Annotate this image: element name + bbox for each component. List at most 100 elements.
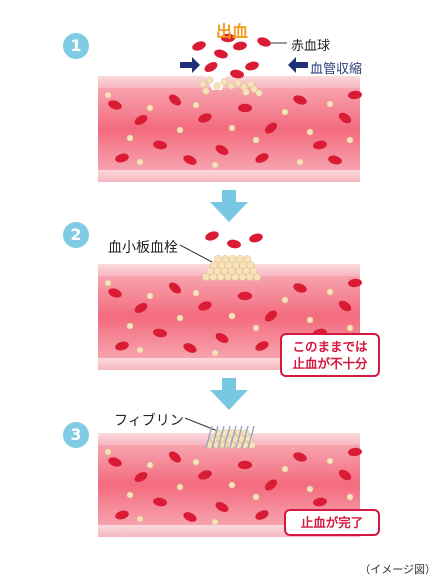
red-blood-cell <box>348 278 362 288</box>
platelet <box>227 82 235 90</box>
red-blood-cell <box>183 343 197 353</box>
red-blood-cell <box>255 510 269 520</box>
platelet <box>192 289 200 297</box>
red-blood-cell <box>238 460 252 470</box>
platelet <box>252 493 260 501</box>
insufficient-hemostasis-callout: このままでは 止血が不十分 <box>280 333 380 377</box>
platelet <box>146 461 154 469</box>
platelet-plug-cell <box>243 255 252 263</box>
platelet <box>242 88 250 96</box>
red-blood-cell <box>198 470 212 480</box>
red-blood-cell <box>108 457 122 467</box>
platelet <box>255 89 263 97</box>
red-blood-cell <box>115 153 129 163</box>
platelet <box>306 128 314 136</box>
fibrin-strand <box>217 425 225 449</box>
bleeding-label: 出血 <box>216 22 249 41</box>
platelet <box>104 448 112 456</box>
red-blood-cell <box>108 100 122 110</box>
fibrin-strand <box>223 425 231 449</box>
vasoconstriction-arrow-left <box>180 57 200 73</box>
step-1-number: 1 <box>63 33 89 59</box>
red-blood-cell <box>264 122 278 134</box>
platelet <box>176 126 184 134</box>
red-blood-cell <box>255 341 269 351</box>
red-blood-cell <box>108 288 122 298</box>
rbc-label: 赤血球 <box>291 39 331 54</box>
red-blood-cell <box>168 282 182 294</box>
red-blood-cell <box>328 155 342 165</box>
step-3-number: 3 <box>63 422 89 448</box>
hemostasis-complete-callout: 止血が完了 <box>284 509 380 536</box>
red-blood-cell <box>153 328 167 338</box>
platelet <box>136 346 144 354</box>
platelet <box>211 518 219 526</box>
callout-line-2: 止血が不十分 <box>292 356 368 371</box>
platelet-plug-cell <box>228 255 237 263</box>
platelet <box>192 458 200 466</box>
platelet <box>176 314 184 322</box>
platelet <box>281 465 289 473</box>
escaping-red-blood-cell <box>205 231 219 241</box>
platelet <box>228 124 236 132</box>
fibrin-strand <box>211 425 219 449</box>
platelet <box>146 104 154 112</box>
platelet <box>211 161 219 169</box>
platelet <box>346 493 354 501</box>
platelet <box>252 136 260 144</box>
fibrin-strand <box>241 425 249 449</box>
escaping-red-blood-cell <box>249 233 263 243</box>
fibrin-strand <box>235 425 243 449</box>
red-blood-cell <box>338 112 352 124</box>
vasoconstriction-label: 血管収縮 <box>310 62 363 77</box>
red-blood-cell <box>293 95 307 105</box>
red-blood-cell <box>313 497 327 507</box>
escaping-red-blood-cell <box>204 61 218 73</box>
platelet-plug-cell <box>253 273 261 281</box>
red-blood-cell <box>348 90 362 100</box>
platelet <box>136 515 144 523</box>
platelet <box>126 134 134 142</box>
escaping-red-blood-cell <box>214 49 228 59</box>
red-blood-cell <box>264 479 278 491</box>
platelet <box>234 79 242 87</box>
fibrin-strand <box>247 425 255 449</box>
red-blood-cell <box>168 451 182 463</box>
escaping-red-blood-cell <box>230 69 244 79</box>
escaping-red-blood-cell <box>192 41 206 51</box>
platelet <box>206 76 214 84</box>
red-blood-cell <box>198 301 212 311</box>
platelet-plug-cell <box>246 261 255 269</box>
platelet <box>126 322 134 330</box>
platelet <box>281 108 289 116</box>
platelet <box>250 85 258 93</box>
platelet-plug-leader-line <box>179 244 213 263</box>
platelet <box>126 491 134 499</box>
platelet <box>104 279 112 287</box>
red-blood-cell <box>255 153 269 163</box>
platelet <box>146 292 154 300</box>
red-blood-cell <box>168 94 182 106</box>
platelet <box>346 136 354 144</box>
red-blood-cell <box>338 300 352 312</box>
red-blood-cell <box>313 140 327 150</box>
platelet <box>192 101 200 109</box>
platelet <box>326 457 334 465</box>
escaping-red-blood-cell <box>233 41 247 51</box>
escaping-red-blood-cell <box>227 239 241 249</box>
red-blood-cell <box>215 144 229 156</box>
platelet-plug-label: 血小板血栓 <box>108 240 178 256</box>
platelet-plug-cell <box>221 255 230 263</box>
platelet <box>252 324 260 332</box>
red-blood-cell <box>215 501 229 513</box>
red-blood-cell <box>153 140 167 150</box>
platelet <box>346 324 354 332</box>
illustration-caption: （イメージ図） <box>359 563 436 576</box>
platelet-plug-cell <box>235 255 244 263</box>
red-blood-cell <box>264 310 278 322</box>
fibrin-strand <box>205 425 213 449</box>
platelet <box>220 78 228 86</box>
platelet-plug-cell <box>249 267 258 275</box>
